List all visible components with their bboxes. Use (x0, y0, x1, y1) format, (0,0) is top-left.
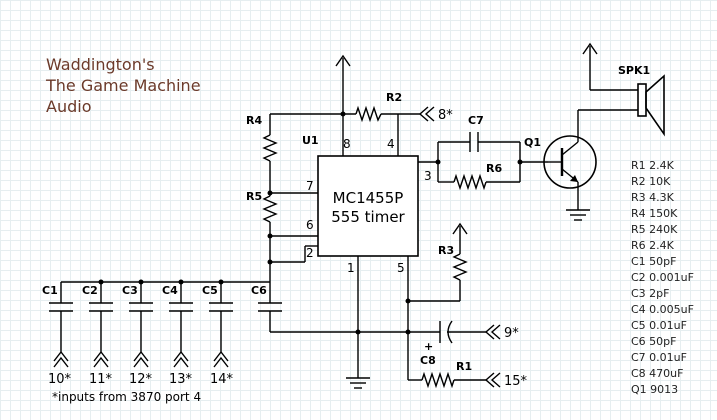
footnote: *inputs from 3870 port 4 (52, 390, 201, 404)
input-label-10: 10* (48, 372, 72, 387)
r3-resistor (408, 222, 468, 302)
schematic-title: Waddington's The Game Machine Audio (46, 54, 201, 117)
c1-label: C1 (42, 284, 58, 297)
c7-label: C7 (468, 114, 484, 127)
pin-6-label: 6 (306, 218, 314, 232)
r2-label: R2 (386, 91, 402, 104)
c5-label: C5 (202, 284, 218, 297)
q1-transistor (543, 130, 597, 210)
c4-label: C4 (162, 284, 178, 297)
input-label-13: 13* (169, 372, 193, 387)
c8-label: C8 (420, 354, 436, 367)
title-line-2: The Game Machine (46, 76, 201, 95)
ic-ref-label: U1 (302, 134, 319, 147)
c8-capacitor (407, 301, 501, 380)
c2-label: C2 (82, 284, 98, 297)
input-label-12: 12* (129, 372, 153, 387)
r6-label: R6 (486, 162, 502, 175)
c7-r6-network (437, 132, 548, 191)
bom-item: C7 0.01uF (631, 351, 687, 364)
title-line-3: Audio (46, 97, 92, 116)
bom-item: R6 2.4K (631, 239, 675, 252)
bom-item: Q1 9013 (631, 383, 678, 396)
c3-label: C3 (122, 284, 138, 297)
r2-input-label: 8* (438, 108, 453, 123)
r2-input-arrow (418, 106, 429, 122)
c8-input-label: 9* (504, 326, 519, 341)
r4-label: R4 (246, 114, 262, 127)
r2-resistor (355, 105, 382, 123)
c6-label: C6 (251, 284, 267, 297)
ic-part-label: MC1455P (333, 189, 404, 207)
r1-label: R1 (456, 360, 472, 373)
pin-2-label: 2 (306, 246, 314, 260)
bom-item: C5 0.01uF (631, 319, 687, 332)
input-label-14: 14* (210, 372, 234, 387)
ic-pins (270, 114, 438, 378)
bom-item: C3 2pF (631, 287, 669, 300)
r5-resistor (262, 195, 278, 223)
vcc-rail (270, 54, 420, 115)
r3-label: R3 (438, 244, 454, 257)
speaker-spk1 (577, 42, 665, 137)
bill-of-materials: R1 2.4K R2 10K R3 4.3K R4 150K R5 240K R… (631, 159, 694, 396)
r5-label: R5 (246, 190, 262, 203)
bom-item: R4 150K (631, 207, 678, 220)
pin-5-label: 5 (397, 261, 405, 275)
bom-item: C6 50pF (631, 335, 676, 348)
title-line-1: Waddington's (46, 55, 155, 74)
pin-1-label: 1 (347, 261, 355, 275)
r1-input-label: 15* (504, 374, 528, 389)
bom-item: C8 470uF (631, 367, 683, 380)
bom-item: R5 240K (631, 223, 678, 236)
main-ground-symbol (270, 331, 408, 389)
input-label-11: 11* (89, 372, 113, 387)
bom-item: R2 10K (631, 175, 671, 188)
r1-resistor (408, 371, 501, 389)
bom-item: C1 50pF (631, 255, 676, 268)
q1-label: Q1 (524, 136, 541, 149)
q1-ground-symbol (566, 209, 590, 221)
bom-item: R1 2.4K (631, 159, 675, 172)
bom-item: C2 0.001uF (631, 271, 694, 284)
capacitor-bank (49, 281, 282, 368)
bom-item: C4 0.005uF (631, 303, 694, 316)
bom-item: R3 4.3K (631, 191, 675, 204)
ic-u1-body (317, 155, 419, 257)
spk1-label: SPK1 (618, 64, 650, 77)
ic-desc-label: 555 timer (331, 208, 405, 226)
pin-8-label: 8 (343, 137, 351, 151)
pin-4-label: 4 (387, 137, 395, 151)
r4-resistor (262, 134, 278, 162)
pin-7-label: 7 (306, 179, 314, 193)
pin-3-label: 3 (424, 169, 432, 183)
c8-polarity-mark: + (424, 340, 433, 353)
